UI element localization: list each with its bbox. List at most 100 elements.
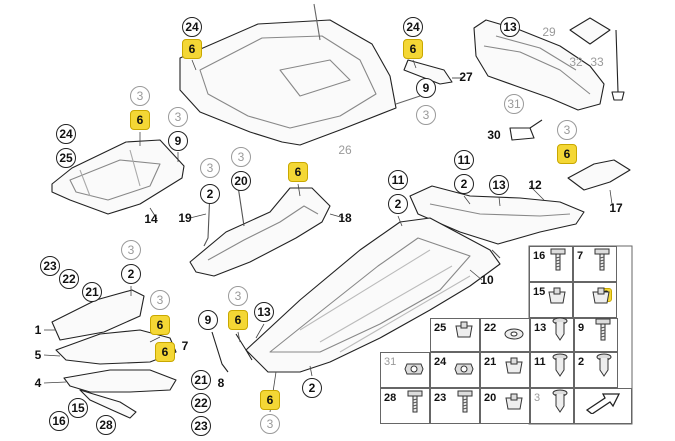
callout-c3d: 3	[557, 120, 577, 140]
label-l7: 7	[181, 339, 189, 353]
tile-number: 3	[534, 392, 541, 404]
parts-tile-t15: 15	[529, 282, 573, 318]
bracket-27	[403, 59, 453, 85]
rivet-icon	[551, 388, 569, 419]
bracket-30	[509, 119, 543, 141]
callout-c6d: 6	[557, 144, 577, 164]
callout-c11b: 11	[388, 170, 408, 190]
clip-icon	[546, 286, 568, 313]
callout-c6f: 6	[150, 315, 170, 335]
tile-number: 28	[384, 392, 397, 404]
callout-c6b: 6	[403, 39, 423, 59]
label-l4: 4	[34, 376, 42, 390]
label-l18: 18	[338, 211, 352, 225]
panel-1	[51, 289, 145, 341]
parts-tile-t11: 11	[530, 352, 574, 388]
rivet-icon	[595, 352, 613, 383]
bolt-icon	[455, 390, 475, 419]
parts-tile-t9: 9	[574, 318, 618, 352]
callout-c3f: 3	[231, 147, 251, 167]
bolt-33	[611, 29, 625, 101]
tile-number: 31	[384, 356, 397, 368]
callout-c23b: 23	[191, 416, 211, 436]
tile-number: 2	[578, 356, 585, 368]
parts-tile-t_arrow	[574, 388, 632, 424]
label-l14: 14	[144, 212, 158, 226]
callout-c6c: 6	[130, 110, 150, 130]
parts-tile-t24: 24	[430, 352, 480, 388]
tile-number: 13	[534, 322, 547, 334]
parts-tile-t28: 28	[380, 388, 430, 424]
callout-c6h: 6	[228, 310, 248, 330]
parts-tile-t22: 22	[480, 318, 530, 352]
label-l17: 17	[609, 201, 623, 215]
callout-c3a: 3	[416, 105, 436, 125]
callout-c13a: 13	[500, 17, 520, 37]
parts-tile-t13: 13	[530, 316, 574, 352]
tile-number: 24	[434, 356, 447, 368]
callout-c3e: 3	[200, 158, 220, 178]
callout-c15: 15	[68, 398, 88, 418]
parts-tile-t16: 16	[529, 246, 573, 282]
parts-tile-t21: 21	[480, 352, 530, 388]
callout-c3j: 3	[260, 414, 280, 434]
callout-c9c: 9	[198, 310, 218, 330]
rivet-icon	[551, 352, 569, 383]
tile-number: 25	[434, 322, 447, 334]
tile-number: 7	[577, 250, 584, 262]
parts-tile-t6: 6	[573, 282, 617, 318]
callout-c24a: 24	[182, 17, 202, 37]
parts-tile-t25: 25	[430, 318, 480, 352]
label-l29: 29	[542, 25, 556, 39]
label-l10: 10	[480, 273, 494, 287]
bolt-icon	[548, 248, 568, 277]
panel-10	[245, 217, 501, 373]
callout-c9b: 9	[168, 131, 188, 151]
callout-c3i: 3	[228, 286, 248, 306]
callout-c23a: 23	[40, 256, 60, 276]
callout-c9a: 9	[416, 78, 436, 98]
bolt-icon	[593, 318, 613, 347]
label-l12: 12	[528, 178, 542, 192]
nut-icon	[453, 360, 475, 383]
callout-c6e: 6	[288, 162, 308, 182]
tile-number: 11	[534, 356, 546, 368]
rivet-icon	[551, 316, 569, 347]
tile-number: 23	[434, 392, 447, 404]
callout-c20: 20	[231, 171, 251, 191]
arrow-icon	[583, 390, 623, 419]
tile-number: 15	[533, 286, 546, 298]
label-l8: 8	[217, 376, 225, 390]
callout-c6a: 6	[182, 39, 202, 59]
bracket-8	[211, 331, 253, 373]
parts-tile-t20: 20	[480, 388, 530, 424]
label-l1: 1	[34, 323, 42, 337]
callout-c2e: 2	[302, 378, 322, 398]
callout-c2d: 2	[121, 264, 141, 284]
tile-number: 21	[484, 356, 497, 368]
tile-number: 22	[484, 322, 497, 334]
callout-c11a: 11	[454, 150, 474, 170]
bracket-15	[79, 389, 137, 419]
panel-5	[55, 329, 177, 365]
parts-tile-t7: 7	[573, 246, 617, 282]
washer-icon	[503, 326, 525, 347]
panel-26-inner	[199, 35, 377, 129]
callout-c16: 16	[49, 411, 69, 431]
callout-c24c: 24	[56, 124, 76, 144]
callout-c6g: 6	[155, 342, 175, 362]
label-l26: 26	[338, 143, 352, 157]
callout-c13b: 13	[489, 175, 509, 195]
parts-tile-t2: 2	[574, 352, 618, 388]
label-l27: 27	[459, 70, 473, 84]
callout-c3c: 3	[168, 107, 188, 127]
clip-icon	[503, 392, 525, 419]
callout-c3g: 3	[121, 240, 141, 260]
callout-c3b: 3	[130, 86, 150, 106]
clip-icon	[453, 320, 475, 347]
label-l33: 33	[590, 55, 604, 69]
parts-tile-t23: 23	[430, 388, 480, 424]
tile-number: 20	[484, 392, 497, 404]
